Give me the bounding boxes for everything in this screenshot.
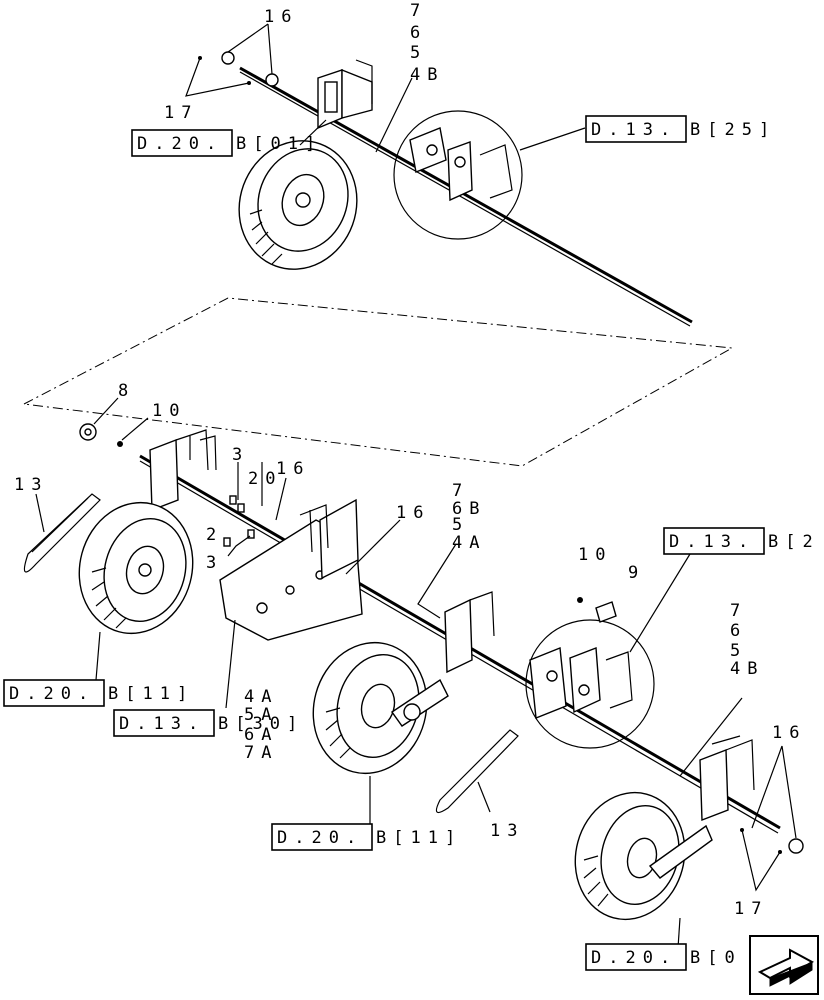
callout-top-6: 6 xyxy=(410,23,427,43)
callout-mid-5: 5 xyxy=(452,515,469,535)
callout-10-left: 10 xyxy=(152,401,186,421)
callout-stack2-6a: 6A xyxy=(244,725,278,745)
svg-text:B[11]: B[11] xyxy=(376,828,462,848)
callout-top-5: 5 xyxy=(410,43,427,63)
ref-d20-bottom[interactable]: D.20. B[0 xyxy=(585,943,742,971)
callout-right-7: 7 xyxy=(730,601,747,621)
ref-d20-left[interactable]: D.20. B[11] xyxy=(3,679,194,707)
callout-mid-7: 7 xyxy=(452,481,469,501)
callout-17-bottom: 17 xyxy=(734,899,768,919)
dashed-plane xyxy=(22,297,734,467)
callout-16-right: 16 xyxy=(772,723,806,743)
ref-d13-right[interactable]: D.13. B[2 xyxy=(663,527,820,555)
top-wheel xyxy=(238,140,358,270)
callout-16-top: 16 xyxy=(264,7,298,27)
callout-20: 20 xyxy=(248,469,282,489)
callout-stack2-7a: 7A xyxy=(244,743,278,763)
callout-9: 9 xyxy=(628,563,645,583)
right-wheel xyxy=(574,791,713,921)
svg-text:B[2: B[2 xyxy=(768,532,820,552)
svg-text:B[30]: B[30] xyxy=(218,714,304,734)
callout-13-left: 13 xyxy=(14,475,48,495)
callout-right-6: 6 xyxy=(730,621,747,641)
callout-top-7: 7 xyxy=(410,1,427,21)
svg-text:D.20.: D.20. xyxy=(9,684,95,704)
callout-right-4b: 4B xyxy=(730,659,764,679)
top-axle-assembly xyxy=(185,23,693,327)
belt-center xyxy=(435,729,519,814)
svg-text:D.13.: D.13. xyxy=(591,120,677,140)
detail-circle-right xyxy=(525,619,655,749)
callout-8: 8 xyxy=(118,381,135,401)
callout-3a: 3 xyxy=(232,445,249,465)
callout-16b: 16 xyxy=(396,503,430,523)
callout-top-4b: 4B xyxy=(410,65,444,85)
callout-3b: 3 xyxy=(206,553,223,573)
svg-text:B[01]: B[01] xyxy=(236,134,322,154)
ref-d20-top[interactable]: D.20. B[01] xyxy=(131,129,322,157)
svg-text:D.20.: D.20. xyxy=(591,948,677,968)
ref-d13-mid[interactable]: D.13. B[30] xyxy=(113,709,304,737)
callout-right-5: 5 xyxy=(730,641,747,661)
next-page-arrow-icon[interactable] xyxy=(749,935,819,995)
left-wheel xyxy=(78,501,194,635)
detail-circle-top xyxy=(393,110,523,240)
svg-text:D.20.: D.20. xyxy=(277,828,363,848)
callout-2: 2 xyxy=(206,525,223,545)
callout-stack2-5a: 5A xyxy=(244,705,278,725)
svg-text:D.13.: D.13. xyxy=(669,532,755,552)
main-axle-assembly xyxy=(23,397,804,949)
svg-text:B[0: B[0 xyxy=(690,948,742,968)
svg-text:B[25]: B[25] xyxy=(690,120,776,140)
callout-mid-6b: 6B xyxy=(452,499,486,519)
callout-16a: 16 xyxy=(276,459,310,479)
svg-text:D.20.: D.20. xyxy=(137,134,223,154)
ref-d20-mid[interactable]: D.20. B[11] xyxy=(271,823,462,851)
callout-13-bottom: 13 xyxy=(490,821,524,841)
callout-labels: 16 17 7 6 5 4B 8 10 3 20 16 13 2 3 16 7 … xyxy=(14,1,806,919)
svg-text:B[11]: B[11] xyxy=(108,684,194,704)
belt-left xyxy=(23,493,101,573)
callout-10-right: 10 xyxy=(578,545,612,565)
callout-mid-4a: 4A xyxy=(452,533,486,553)
svg-text:D.13.: D.13. xyxy=(119,714,205,734)
ref-d13-top[interactable]: D.13. B[25] xyxy=(585,115,776,143)
callout-stack2-4a: 4A xyxy=(244,687,278,707)
center-wheel xyxy=(312,641,449,775)
callout-17-top: 17 xyxy=(164,103,198,123)
